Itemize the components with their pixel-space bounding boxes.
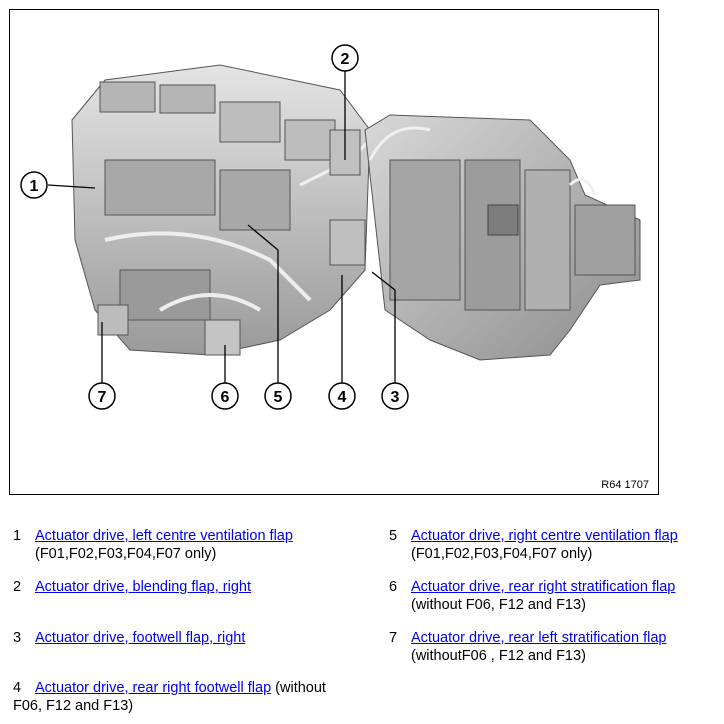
- svg-text:4: 4: [338, 389, 347, 406]
- legend-number: 1: [13, 528, 22, 544]
- leader-lines: [47, 71, 396, 383]
- legend-number: 2: [13, 579, 22, 595]
- legend-link-rear-left-stratification-flap[interactable]: Actuator drive, rear left stratification…: [411, 630, 667, 646]
- legend-number: 7: [389, 630, 398, 646]
- legend-note: F06, F12 and F13): [13, 698, 134, 714]
- legend-link-left-centre-ventilation-flap[interactable]: Actuator drive, left centre ventilation …: [35, 528, 293, 544]
- svg-text:5: 5: [274, 389, 283, 406]
- callout-5: 5: [264, 382, 292, 410]
- legend-link-footwell-flap-right[interactable]: Actuator drive, footwell flap, right: [35, 630, 246, 646]
- callout-6: 6: [211, 382, 239, 410]
- hvac-unit-illustration: 1 2 3 4 5 6 7: [20, 44, 641, 410]
- legend-note: (F01,F02,F03,F04,F07 only): [411, 546, 593, 562]
- callout-3: 3: [381, 382, 409, 410]
- distribution-housing: [71, 64, 372, 356]
- figure-id-label: R64 1707: [601, 479, 649, 491]
- legend-link-rear-right-stratification-flap[interactable]: Actuator drive, rear right stratificatio…: [411, 579, 676, 595]
- legend-link-blending-flap-right[interactable]: Actuator drive, blending flap, right: [35, 579, 252, 595]
- legend-number: 3: [13, 630, 22, 646]
- legend-note: (withoutF06 , F12 and F13): [411, 648, 586, 664]
- callout-7: 7: [88, 382, 116, 410]
- legend-note: (F01,F02,F03,F04,F07 only): [35, 546, 217, 562]
- svg-text:2: 2: [341, 51, 350, 68]
- legend-number: 4: [13, 680, 22, 696]
- legend-number: 6: [389, 579, 398, 595]
- legend-note: (without F06, F12 and F13): [411, 597, 586, 613]
- svg-text:1: 1: [30, 178, 39, 195]
- svg-text:3: 3: [391, 389, 400, 406]
- blower-housing: [364, 114, 641, 361]
- svg-text:7: 7: [98, 389, 107, 406]
- callout-1: 1: [20, 171, 48, 199]
- legend-link-rear-right-footwell-flap[interactable]: Actuator drive, rear right footwell flap: [35, 680, 272, 696]
- legend-note-inline: (without: [271, 680, 326, 696]
- diagram-figure: 1 2 3 4 5 6 7 R64 1707: [9, 9, 659, 495]
- legend-link-right-centre-ventilation-flap[interactable]: Actuator drive, right centre ventilation…: [411, 528, 678, 544]
- svg-text:6: 6: [221, 389, 230, 406]
- legend-number: 5: [389, 528, 398, 544]
- callout-2: 2: [331, 44, 359, 72]
- callout-4: 4: [328, 382, 356, 410]
